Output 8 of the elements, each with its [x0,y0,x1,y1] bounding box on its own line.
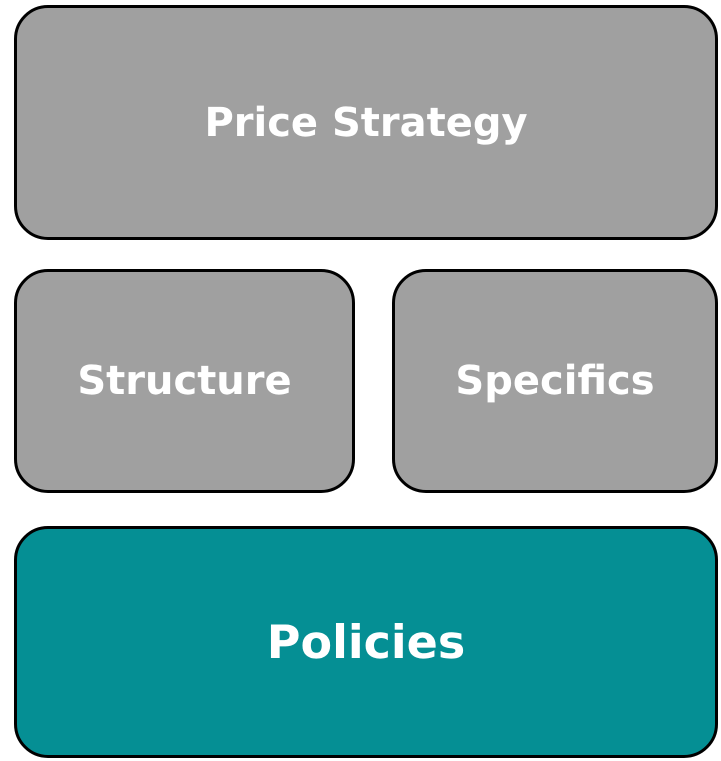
category-box [14,5,718,240]
category-box [392,269,718,493]
category-box [14,269,355,493]
box-title: Structure [77,358,292,404]
box-title: Specifics [455,358,655,404]
box-title: Price Strategy [204,100,528,146]
box-title: Policies [266,615,466,669]
category-box [14,526,718,758]
